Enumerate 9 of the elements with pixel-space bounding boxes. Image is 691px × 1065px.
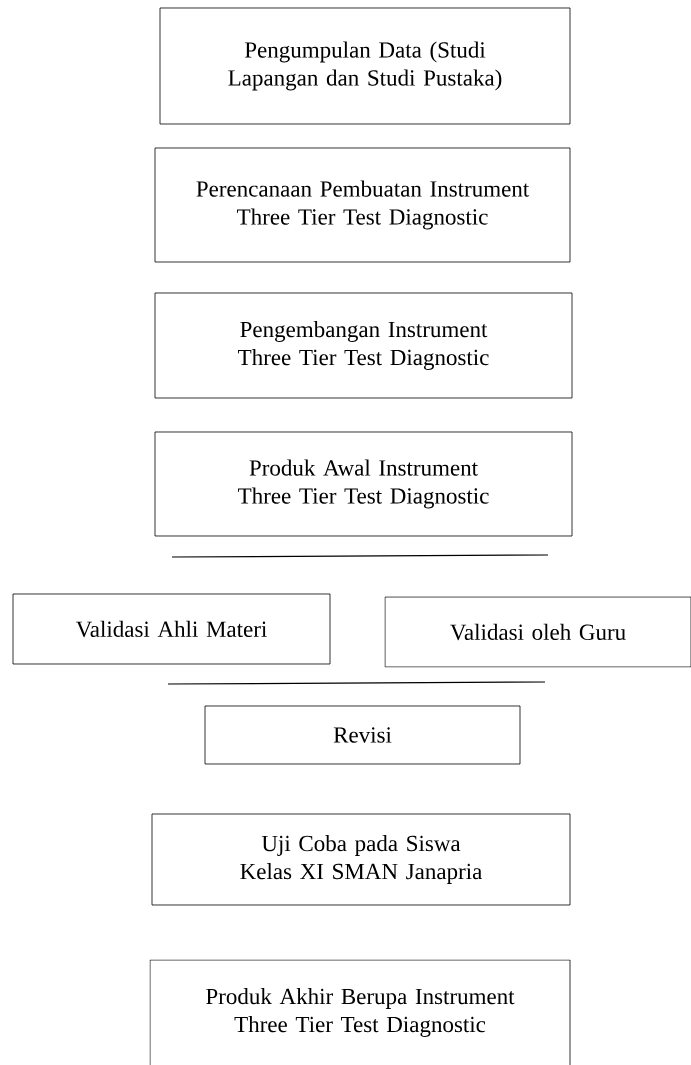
- process-box: Revisi: [204, 705, 521, 765]
- process-box: Produk Akhir Berupa Instrument Three Tier Test Diagnostic: [149, 959, 571, 1065]
- process-box: Pengembangan Instrument Three Tier Test Diagnostic: [154, 292, 573, 399]
- process-box: Produk Awal Instrument Three Tier Test Diagnostic: [154, 431, 573, 537]
- process-box: Pengumpulan Data (Studi Lapangan dan Studi Pustaka): [159, 7, 571, 125]
- process-box: Uji Coba pada Siswa Kelas XI SMAN Janapria: [151, 813, 571, 906]
- process-box: Validasi Ahli Materi: [12, 593, 331, 665]
- process-box: Validasi oleh Guru: [384, 596, 691, 668]
- process-box: Perencanaan Pembuatan Instrument Three Tier Test Diagnostic: [154, 147, 571, 263]
